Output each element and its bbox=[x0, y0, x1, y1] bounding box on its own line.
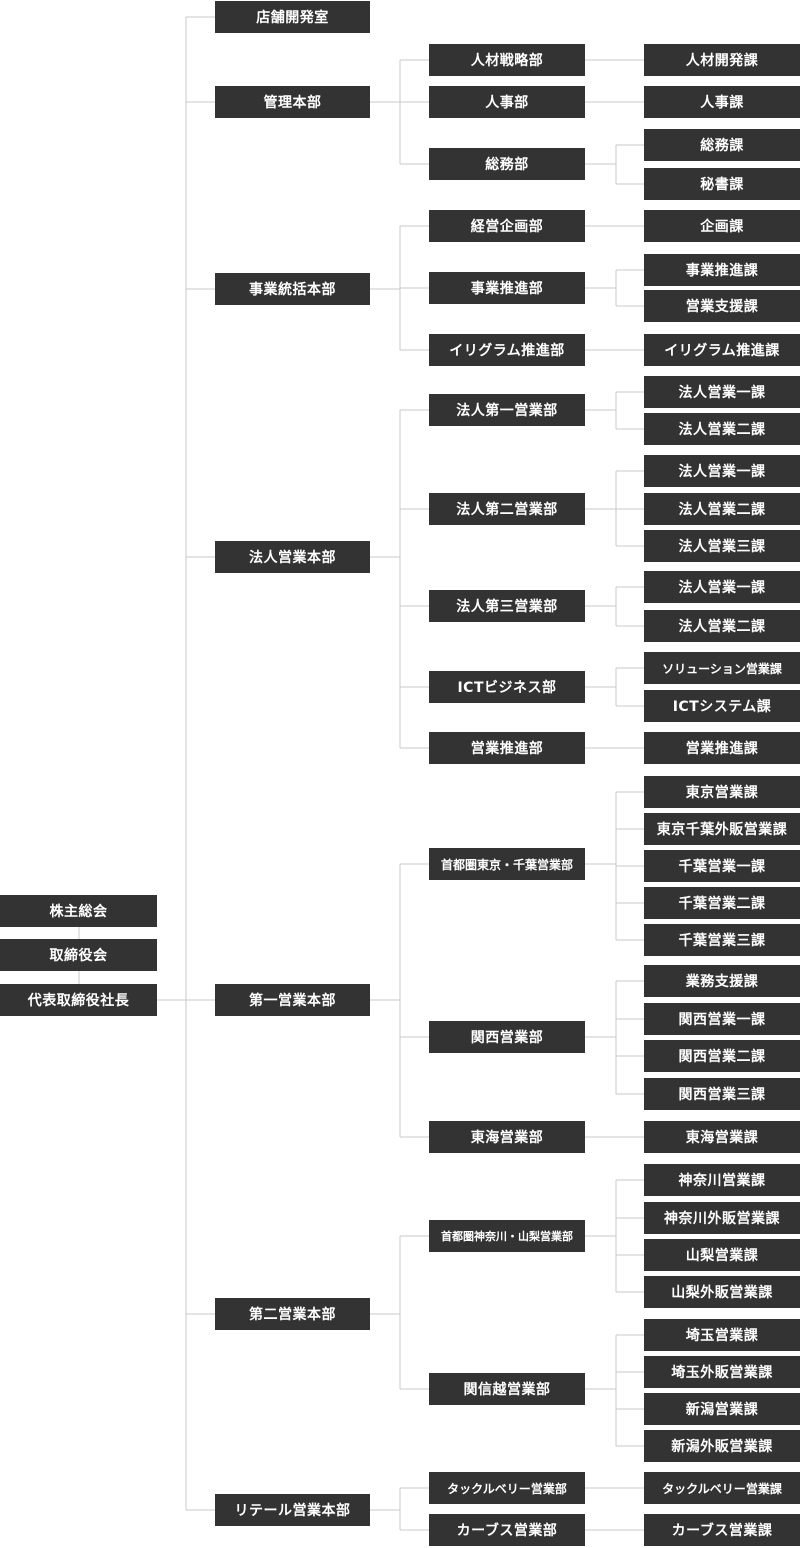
department-box: 関西営業部 bbox=[429, 1021, 585, 1053]
president-box: 代表取締役社長 bbox=[0, 984, 157, 1016]
section-box: 人事課 bbox=[644, 86, 800, 118]
department-box: 法人第一営業部 bbox=[429, 394, 585, 426]
section-box: 業務支援課 bbox=[644, 965, 800, 997]
hq-box: 第二営業本部 bbox=[215, 1298, 370, 1330]
section-box: 埼玉外販営業課 bbox=[644, 1356, 800, 1388]
section-box: 千葉営業三課 bbox=[644, 924, 800, 956]
department-box: 営業推進部 bbox=[429, 732, 585, 764]
section-box: 東海営業課 bbox=[644, 1121, 800, 1153]
section-box: 事業推進課 bbox=[644, 254, 800, 286]
section-box: 東京営業課 bbox=[644, 776, 800, 808]
section-box: 東京千葉外販営業課 bbox=[644, 813, 800, 845]
hq-box: 店舗開発室 bbox=[215, 1, 370, 33]
section-box: 埼玉営業課 bbox=[644, 1319, 800, 1351]
section-box: ICTシステム課 bbox=[644, 690, 800, 722]
hq-box: 第一営業本部 bbox=[215, 984, 370, 1016]
section-box: 法人営業一課 bbox=[644, 571, 800, 603]
shareholders-box: 株主総会 bbox=[0, 895, 157, 927]
section-box: カーブス営業課 bbox=[644, 1514, 800, 1546]
section-box: 法人営業二課 bbox=[644, 610, 800, 642]
department-box: 東海営業部 bbox=[429, 1121, 585, 1153]
section-box: ソリューション営業課 bbox=[644, 652, 800, 684]
department-box: 法人第三営業部 bbox=[429, 590, 585, 622]
section-box: 人材開発課 bbox=[644, 44, 800, 76]
hq-box: 法人営業本部 bbox=[215, 541, 370, 573]
department-box: 経営企画部 bbox=[429, 210, 585, 242]
department-box: 事業推進部 bbox=[429, 272, 585, 304]
section-box: 山梨外販営業課 bbox=[644, 1276, 800, 1308]
section-box: 法人営業二課 bbox=[644, 493, 800, 525]
section-box: イリグラム推進課 bbox=[644, 334, 800, 366]
section-box: 新潟営業課 bbox=[644, 1393, 800, 1425]
section-box: 神奈川外販営業課 bbox=[644, 1202, 800, 1234]
section-box: 新潟外販営業課 bbox=[644, 1430, 800, 1462]
section-box: 営業支援課 bbox=[644, 290, 800, 322]
section-box: 企画課 bbox=[644, 210, 800, 242]
department-box: タックルベリー営業部 bbox=[429, 1472, 585, 1504]
department-box: 首都圏東京・千葉営業部 bbox=[429, 848, 585, 880]
department-box: 関信越営業部 bbox=[429, 1373, 585, 1405]
section-box: 法人営業二課 bbox=[644, 413, 800, 445]
hq-box: 管理本部 bbox=[215, 86, 370, 118]
department-box: イリグラム推進部 bbox=[429, 334, 585, 366]
section-box: 法人営業三課 bbox=[644, 530, 800, 562]
section-box: 千葉営業二課 bbox=[644, 887, 800, 919]
section-box: タックルベリー営業課 bbox=[644, 1472, 800, 1504]
department-box: カーブス営業部 bbox=[429, 1514, 585, 1546]
department-box: 首都圏神奈川・山梨営業部 bbox=[429, 1220, 585, 1252]
hq-box: リテール営業本部 bbox=[215, 1494, 370, 1526]
section-box: 神奈川営業課 bbox=[644, 1164, 800, 1196]
department-box: ICTビジネス部 bbox=[429, 671, 585, 703]
section-box: 関西営業二課 bbox=[644, 1040, 800, 1072]
department-box: 総務部 bbox=[429, 148, 585, 180]
section-box: 法人営業一課 bbox=[644, 455, 800, 487]
section-box: 千葉営業一課 bbox=[644, 850, 800, 882]
department-box: 人材戦略部 bbox=[429, 44, 585, 76]
section-box: 秘書課 bbox=[644, 168, 800, 200]
section-box: 総務課 bbox=[644, 129, 800, 161]
department-box: 法人第二営業部 bbox=[429, 493, 585, 525]
section-box: 関西営業三課 bbox=[644, 1078, 800, 1110]
hq-box: 事業統括本部 bbox=[215, 273, 370, 305]
section-box: 法人営業一課 bbox=[644, 376, 800, 408]
section-box: 関西営業一課 bbox=[644, 1003, 800, 1035]
department-box: 人事部 bbox=[429, 86, 585, 118]
section-box: 営業推進課 bbox=[644, 732, 800, 764]
section-box: 山梨営業課 bbox=[644, 1239, 800, 1271]
board-box: 取締役会 bbox=[0, 939, 157, 971]
